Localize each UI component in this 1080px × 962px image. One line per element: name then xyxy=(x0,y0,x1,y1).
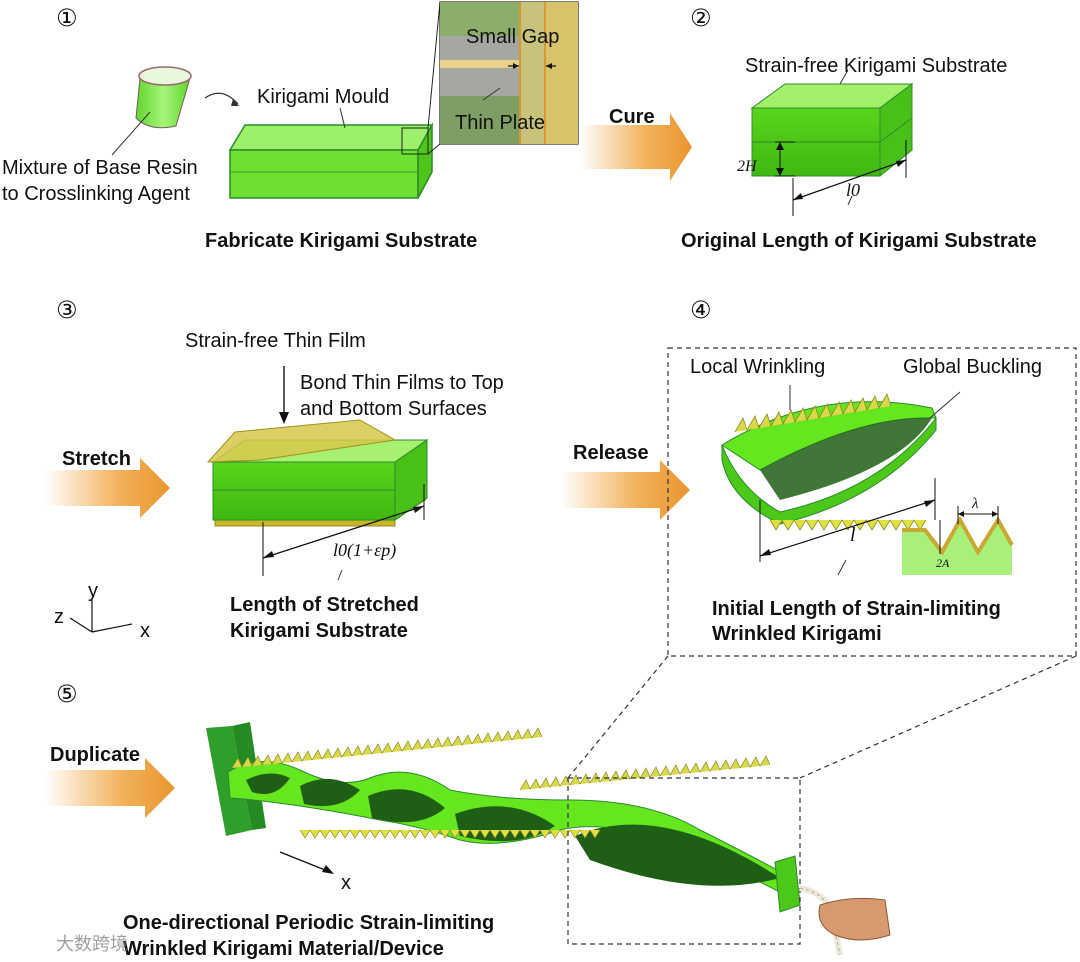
bond-label-1: Bond Thin Films to Top xyxy=(300,372,504,394)
x-axis-arrow xyxy=(279,851,331,873)
initial-length-label: l xyxy=(850,524,856,546)
step-3-marker: ③ xyxy=(56,296,78,324)
amplitude-label: 2A xyxy=(936,556,950,570)
axis-x-label: x xyxy=(140,620,150,642)
panel4-caption-2: Wrinkled Kirigami xyxy=(712,623,882,645)
zoom-box xyxy=(667,347,1077,657)
wrinkled-kirigami xyxy=(721,393,937,531)
cure-label: Cure xyxy=(609,106,655,128)
substrate-label: Strain-free Kirigami Substrate xyxy=(745,55,1008,77)
panel5-axis-x-label: x xyxy=(341,872,351,894)
step-4-marker: ④ xyxy=(690,296,712,324)
release-label: Release xyxy=(573,442,649,464)
mixture-leader xyxy=(111,111,151,156)
zoom-region xyxy=(567,777,801,945)
rope-and-hand xyxy=(799,885,891,956)
step-1-marker: ① xyxy=(56,4,78,32)
panel1-caption: Fabricate Kirigami Substrate xyxy=(205,230,478,252)
mixture-label-1: Mixture of Base Resin xyxy=(2,157,198,179)
resin-cup xyxy=(135,66,192,129)
release-arrow xyxy=(560,460,690,520)
stretched-length-label: l0(1+εp) xyxy=(333,540,397,560)
periodic-wrinkled-kirigami xyxy=(227,727,801,913)
thin-film-label: Strain-free Thin Film xyxy=(185,330,366,352)
mould-label: Kirigami Mould xyxy=(257,86,390,108)
step-5-marker: ⑤ xyxy=(56,680,78,708)
wrinkle-profile xyxy=(902,506,1014,575)
panel3-caption-2: Kirigami Substrate xyxy=(230,620,408,642)
step-2-marker: ② xyxy=(690,4,712,32)
stretched-substrate xyxy=(206,419,429,527)
stretch-label: Stretch xyxy=(62,448,131,470)
axis-y-label: y xyxy=(88,580,98,602)
small-gap-label: Small Gap xyxy=(466,26,560,48)
duplicate-arrow xyxy=(45,758,175,818)
thin-plate-label: Thin Plate xyxy=(455,112,546,134)
global-buckling-label: Global Buckling xyxy=(903,356,1042,378)
mixture-label-2: to Crosslinking Agent xyxy=(2,183,190,205)
kirigami-substrate-block xyxy=(750,83,914,178)
cup-to-mould-arrow xyxy=(204,92,239,105)
panel5-caption-1: One-directional Periodic Strain-limiting xyxy=(123,912,495,934)
height-label: 2H xyxy=(737,158,757,175)
watermark: 大数跨境 xyxy=(56,934,128,955)
cure-arrow xyxy=(580,113,692,181)
panel3-caption-1: Length of Stretched xyxy=(230,594,419,616)
axis-z-label: z xyxy=(54,606,64,628)
xyz-axes xyxy=(69,600,133,633)
mould-inset xyxy=(439,1,579,145)
panel4-caption-1: Initial Length of Strain-limiting xyxy=(712,598,1001,620)
panel5-caption-2: Wrinkled Kirigami Material/Device xyxy=(123,938,444,960)
wavelength-label: λ xyxy=(972,496,979,512)
stretch-arrow xyxy=(45,458,170,518)
original-length-label: l0 xyxy=(846,180,861,200)
panel2-caption: Original Length of Kirigami Substrate xyxy=(681,230,1037,252)
duplicate-label: Duplicate xyxy=(50,744,141,766)
bond-label-2: and Bottom Surfaces xyxy=(300,398,487,420)
local-wrinkling-label: Local Wrinkling xyxy=(690,356,826,378)
